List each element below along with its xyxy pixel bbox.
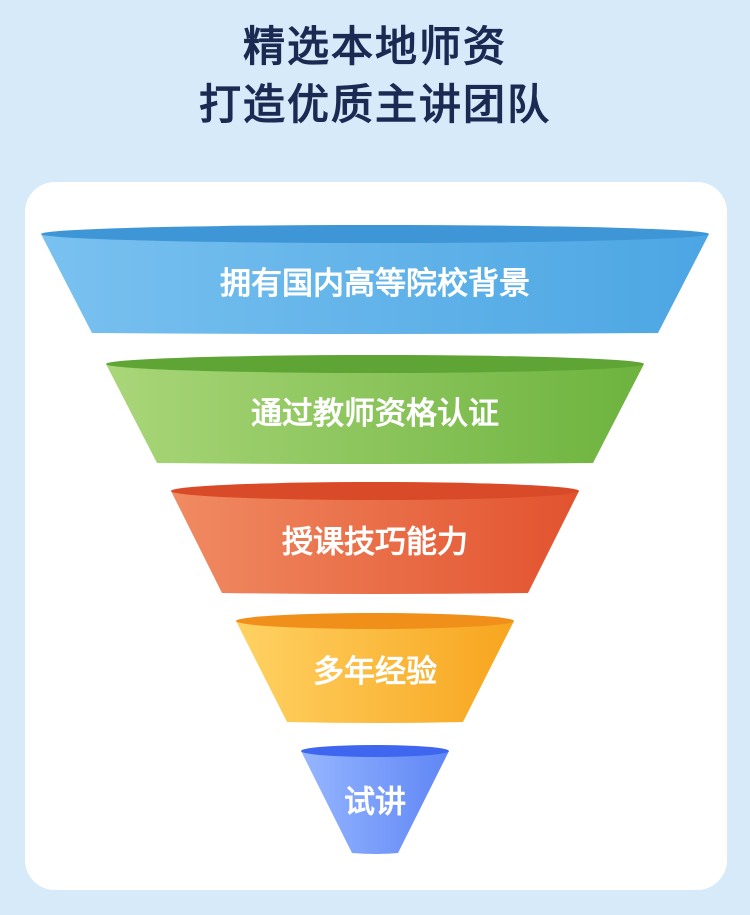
funnel-stage-rim <box>301 745 449 757</box>
funnel-stage-3: 授课技巧能力 <box>171 482 579 594</box>
funnel-stage-rim <box>41 225 709 243</box>
title-line-2: 打造优质主讲团队 <box>198 80 551 129</box>
funnel-stage-5: 试讲 <box>301 745 449 854</box>
funnel-stage-body <box>171 491 579 594</box>
funnel-stage-rim <box>106 355 644 373</box>
funnel-stage-body <box>236 621 514 723</box>
funnel-stage-label: 拥有国内高等院校背景 <box>220 266 530 302</box>
page-title: 精选本地师资 打造优质主讲团队 <box>0 18 750 134</box>
funnel-stage-1: 拥有国内高等院校背景 <box>41 225 709 334</box>
funnel-stage-body <box>301 751 449 854</box>
funnel-stage-body <box>41 234 709 334</box>
funnel-stage-4: 多年经验 <box>236 613 514 723</box>
funnel-stage-label: 通过教师资格认证 <box>251 396 499 432</box>
funnel-stage-label: 授课技巧能力 <box>282 525 468 561</box>
funnel-stage-2: 通过教师资格认证 <box>106 355 644 464</box>
funnel-stage-label: 多年经验 <box>313 654 437 690</box>
funnel-stage-rim <box>171 482 579 500</box>
funnel-stage-label: 试讲 <box>344 785 406 821</box>
title-line-1: 精选本地师资 <box>242 22 507 71</box>
funnel-stage-rim <box>236 613 514 629</box>
funnel-stage-body <box>106 364 644 464</box>
